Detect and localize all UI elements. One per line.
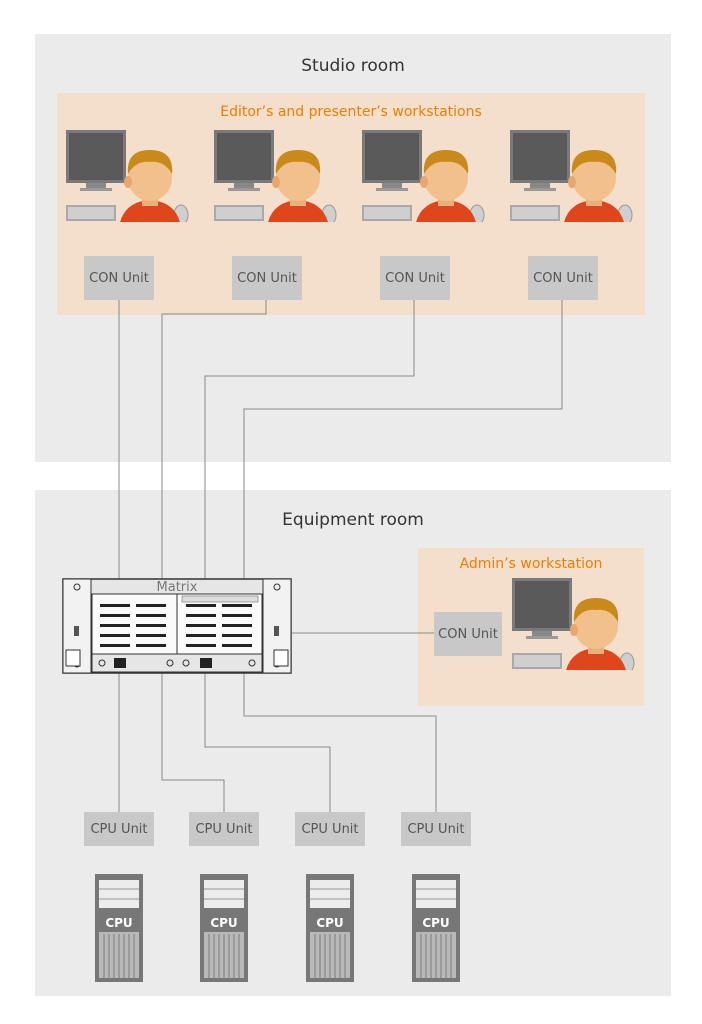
admin-user-icon (512, 578, 635, 670)
workstation-user-icon (510, 130, 633, 222)
con-unit-3[interactable]: CON Unit (380, 256, 450, 300)
matrix-switch[interactable]: Matrix (62, 578, 292, 674)
wire-con3-matrix (204, 300, 415, 580)
server-tower-icon (306, 874, 354, 982)
server-4[interactable]: CPU (412, 874, 460, 982)
server-label: CPU (210, 916, 238, 930)
con-unit-2[interactable]: CON Unit (232, 256, 302, 300)
matrix-chassis-icon (62, 578, 292, 674)
server-label: CPU (316, 916, 344, 930)
workstation-user-icon (66, 130, 189, 222)
studio-zone-title: Editor’s and presenter’s workstations (220, 104, 482, 120)
admin-zone-title: Admin’s workstation (459, 556, 603, 572)
server-3[interactable]: CPU (306, 874, 354, 982)
studio-room-title: Studio room (301, 56, 405, 76)
wire-matrix-cpu3 (204, 672, 331, 812)
cpu-unit-3[interactable]: CPU Unit (295, 812, 365, 846)
workstation-user-icon (214, 130, 337, 222)
server-tower-icon (412, 874, 460, 982)
server-label: CPU (422, 916, 450, 930)
wire-matrix-cpu4 (243, 672, 437, 812)
wire-con4-matrix (243, 300, 563, 580)
matrix-label: Matrix (156, 580, 198, 595)
wire-con2-matrix (161, 300, 267, 580)
server-tower-icon (95, 874, 143, 982)
admin-con-unit[interactable]: CON Unit (434, 612, 502, 656)
server-1[interactable]: CPU (95, 874, 143, 982)
con-unit-1[interactable]: CON Unit (84, 256, 154, 300)
cpu-unit-1[interactable]: CPU Unit (84, 812, 154, 846)
con-unit-4[interactable]: CON Unit (528, 256, 598, 300)
wire-matrix-cpu2 (161, 672, 225, 812)
cpu-unit-4[interactable]: CPU Unit (401, 812, 471, 846)
server-2[interactable]: CPU (200, 874, 248, 982)
equipment-room-title: Equipment room (282, 510, 424, 530)
server-tower-icon (200, 874, 248, 982)
cpu-unit-2[interactable]: CPU Unit (189, 812, 259, 846)
server-label: CPU (105, 916, 133, 930)
workstation-user-icon (362, 130, 485, 222)
